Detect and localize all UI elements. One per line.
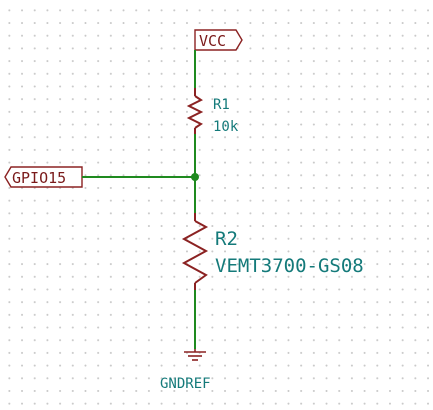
gpio15-label-text: GPIO15 xyxy=(12,169,66,187)
gpio15-label[interactable]: GPIO15 xyxy=(4,166,83,188)
gndref-label: GNDREF xyxy=(160,376,211,392)
resistor-r2[interactable] xyxy=(181,213,209,290)
r2-reference: R2 xyxy=(215,228,238,250)
vcc-label-text: VCC xyxy=(199,32,226,50)
resistor-r1[interactable] xyxy=(186,88,204,134)
r2-value: VEMT3700-GS08 xyxy=(215,255,364,277)
vcc-label[interactable]: VCC xyxy=(194,29,243,51)
r1-reference: R1 xyxy=(213,97,230,113)
r1-value: 10k xyxy=(213,119,239,135)
ground-symbol[interactable] xyxy=(184,349,206,361)
